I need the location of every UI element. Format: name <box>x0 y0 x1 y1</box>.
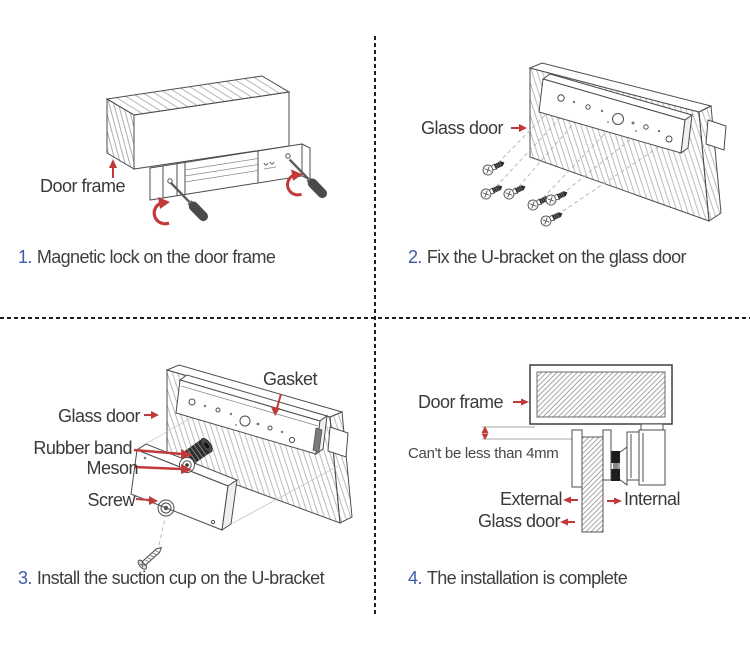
step2-panel: Glass door 2.Fix the U-bracket on the gl… <box>375 0 750 318</box>
step1-caption-text: Magnetic lock on the door frame <box>36 247 276 267</box>
step3-caption-text: Install the suction cup on the U-bracket <box>36 568 325 588</box>
up-arrow-icon <box>109 159 117 178</box>
glass-door-arrow-icon <box>144 411 159 419</box>
rubber-band-meson-drawing <box>185 438 213 464</box>
step1-caption: 1.Magnetic lock on the door frame <box>18 247 276 268</box>
step4-caption-text: The installation is complete <box>426 568 628 588</box>
min-gap-label: Can't be less than 4mm <box>408 445 559 462</box>
step1-illustration <box>105 75 375 226</box>
brand-mark <box>263 161 277 170</box>
rotation-arrow-icon <box>152 195 172 226</box>
step2-caption-text: Fix the U-bracket on the glass door <box>426 247 687 267</box>
step2-caption: 2.Fix the U-bracket on the glass door <box>408 247 687 268</box>
external-arrow-icon <box>563 496 578 504</box>
door-frame-drawing <box>105 75 291 170</box>
label-arrow-icon <box>511 124 527 132</box>
door-frame-label: Door frame <box>418 392 504 412</box>
step1-panel: Door frame 1.Magnetic lock on the door f… <box>0 0 375 318</box>
screw-arrow-icon <box>135 496 158 505</box>
lock-body-section <box>603 423 666 486</box>
rubber-band-arrow-icon <box>133 448 193 459</box>
rubber-band-label: Rubber band <box>33 438 132 458</box>
door-frame-label: Door frame <box>40 176 126 196</box>
u-bracket-drawing <box>538 73 727 155</box>
horizontal-divider <box>0 317 750 319</box>
glass-door-label: Glass door <box>477 511 561 531</box>
step2-number: 2. <box>408 247 422 267</box>
meson-arrow-icon <box>133 464 192 474</box>
step3-caption: 3.Install the suction cup on the U-brack… <box>18 568 325 589</box>
internal-label: Internal <box>624 489 681 509</box>
step1-number: 1. <box>18 247 32 267</box>
screws <box>478 157 570 229</box>
door-frame-section <box>529 364 673 425</box>
screw-icon <box>137 546 163 570</box>
step2-illustration <box>478 62 727 229</box>
internal-arrow-icon <box>607 497 622 505</box>
step4-panel: Door frame Can't be less than 4mm Extern… <box>375 318 750 650</box>
gasket-arrow-icon <box>271 393 282 416</box>
step3-panel: Gasket Glass door Rubber band Meson Scre… <box>0 318 375 650</box>
step3-illustration <box>130 364 353 570</box>
glass-door-label: Glass door <box>421 118 504 138</box>
step4-number: 4. <box>408 568 422 588</box>
step4-caption: 4.The installation is complete <box>408 568 628 589</box>
gasket-label: Gasket <box>263 369 318 389</box>
glass-door-label: Glass door <box>57 406 141 426</box>
glass-door-section <box>581 436 604 533</box>
step4-illustration <box>481 364 673 533</box>
external-label: External <box>499 489 563 509</box>
step3-number: 3. <box>18 568 32 588</box>
screw-label: Screw <box>87 490 135 510</box>
glass-door-arrow-icon <box>560 518 575 526</box>
screw-guide-line <box>158 513 167 546</box>
door-frame-arrow-icon <box>513 398 529 406</box>
vertical-divider <box>374 36 376 616</box>
dimension-lines <box>481 426 572 440</box>
meson-label: Meson <box>86 458 138 478</box>
